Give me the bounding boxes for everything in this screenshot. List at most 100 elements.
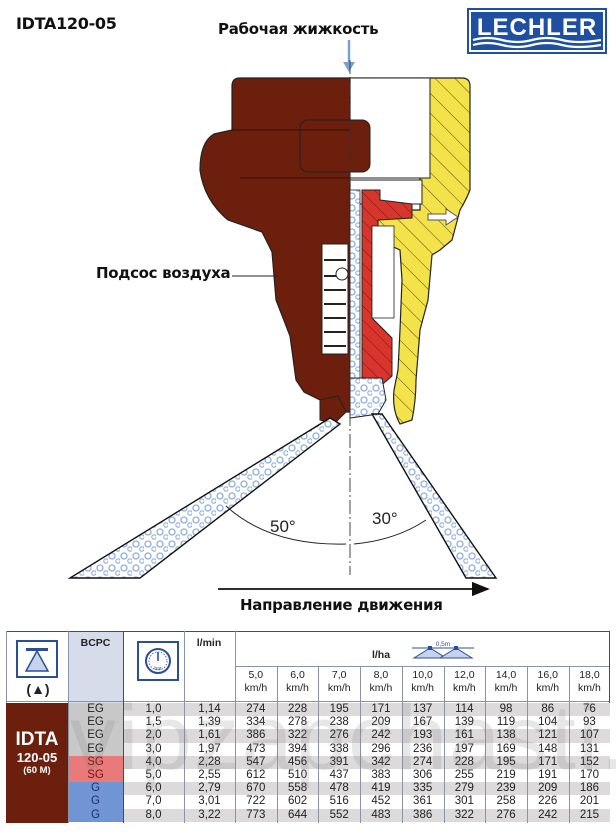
flow-unit-header: l/min xyxy=(196,637,222,649)
application-rate: 322 xyxy=(287,729,308,742)
application-rate: 419 xyxy=(371,782,391,795)
row-band xyxy=(123,808,610,822)
application-rate: 296 xyxy=(371,742,391,755)
droplet-class: EG xyxy=(87,703,104,715)
flow-value: 1,97 xyxy=(198,742,221,755)
flow-value: 3,22 xyxy=(198,808,221,821)
application-rate: 167 xyxy=(413,716,433,729)
pressure-value: 2,0 xyxy=(145,729,162,742)
column-divider xyxy=(485,666,487,823)
pressure-gauge-icon: bar xyxy=(137,641,179,681)
application-rate: 456 xyxy=(287,755,308,768)
pressure-value: 1,0 xyxy=(145,703,162,715)
lechler-logo: LECHLER xyxy=(467,8,607,54)
application-rate: 139 xyxy=(454,716,474,729)
application-rate: 114 xyxy=(455,703,474,715)
row-band xyxy=(123,755,610,769)
spray-pattern-icon xyxy=(16,640,58,678)
direction-label: Направление движения xyxy=(240,596,443,614)
row-band xyxy=(123,703,610,717)
cap-yellow xyxy=(349,77,471,425)
class-cell-bg xyxy=(68,729,123,743)
nozzle-cross-section: 50° 30° xyxy=(67,40,498,597)
application-rate: 612 xyxy=(246,769,266,781)
air-slots xyxy=(324,259,346,347)
application-rate: 169 xyxy=(496,742,516,755)
class-cell-bg xyxy=(68,742,123,757)
svg-text:bar: bar xyxy=(154,666,162,672)
class-cell-bg xyxy=(68,795,123,809)
spacing-label: 0,5m xyxy=(436,641,450,648)
pressure-value: 8,0 xyxy=(145,808,162,821)
application-rate: 209 xyxy=(371,716,391,729)
application-rate: 228 xyxy=(454,755,474,768)
application-rate: 276 xyxy=(329,729,349,742)
application-rate: 107 xyxy=(579,729,600,742)
application-rate: 483 xyxy=(371,808,391,821)
class-cell-bg xyxy=(68,755,123,770)
column-divider xyxy=(443,666,445,823)
application-rate: 258 xyxy=(496,795,516,808)
flow-value: 2,79 xyxy=(198,782,221,795)
fluid-inlet-label: Рабочая жижкость xyxy=(218,20,379,38)
flow-value: 2,55 xyxy=(198,769,221,781)
droplet-class: EG xyxy=(87,742,104,755)
nozzle-spacing-icon: 0,5m xyxy=(412,641,474,659)
model-name: IDTA xyxy=(15,729,59,750)
application-rate: 239 xyxy=(496,782,516,795)
application-rate: 236 xyxy=(413,742,433,755)
droplet-class: SG xyxy=(87,755,104,768)
application-rate: 191 xyxy=(538,769,558,781)
application-rate: 335 xyxy=(413,782,433,795)
application-rate: 121 xyxy=(538,729,558,742)
angle-arc-front xyxy=(225,505,347,545)
column-divider xyxy=(318,666,320,823)
flow-value: 2,28 xyxy=(198,755,221,768)
application-rate: 670 xyxy=(246,782,266,795)
droplet-class: EG xyxy=(87,729,104,742)
model-size: 120-05 xyxy=(16,750,58,765)
air-intake-label: Подсос воздуха xyxy=(96,264,231,282)
bcpc-header-bg xyxy=(68,631,123,703)
column-divider xyxy=(568,666,570,823)
application-rate: 301 xyxy=(454,795,474,808)
application-rate: 558 xyxy=(287,782,308,795)
droplet-class: EG xyxy=(87,716,104,729)
bcpc-header: BCPC xyxy=(80,637,111,649)
application-rate: 228 xyxy=(287,703,308,715)
outlet-arrow xyxy=(427,208,459,226)
application-rate: 242 xyxy=(371,729,391,742)
droplet-class: G xyxy=(91,795,100,808)
application-rate: 242 xyxy=(538,808,558,821)
application-rate: 170 xyxy=(579,769,600,781)
application-rate: 131 xyxy=(579,742,600,755)
flow-value: 1,14 xyxy=(198,703,221,715)
application-rate: 516 xyxy=(329,795,349,808)
application-rate: 193 xyxy=(413,729,433,742)
application-rate: 644 xyxy=(287,808,308,821)
application-rate: 148 xyxy=(538,742,558,755)
application-rate: 510 xyxy=(287,769,308,781)
model-title: IDTA120-05 xyxy=(16,14,117,33)
application-rate: 437 xyxy=(329,769,349,781)
angle-rear-text: 30° xyxy=(372,509,398,528)
application-rate: 386 xyxy=(413,808,433,821)
angle-arc-rear xyxy=(353,519,427,545)
application-rate: 478 xyxy=(329,782,349,795)
nozzle-icon: (▲) xyxy=(26,681,50,697)
application-rate: 334 xyxy=(246,716,266,729)
row-band xyxy=(123,716,610,730)
model-block: IDTA 120-05 (60 M) xyxy=(6,703,68,823)
application-rate: 383 xyxy=(371,769,391,781)
